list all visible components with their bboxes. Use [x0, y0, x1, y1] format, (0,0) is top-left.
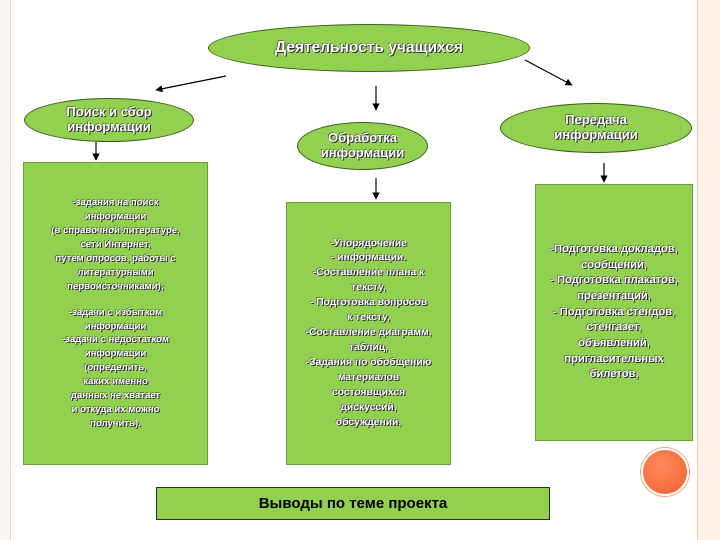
detail-line: таблиц, [349, 341, 388, 353]
search-details-box: -задания на поиск информации (в справочн… [23, 162, 208, 465]
branch-node-transfer: Передача информации [500, 103, 692, 153]
detail-line: путем опросов, работы с [55, 252, 176, 264]
detail-line: информации [84, 320, 147, 332]
conclusion-label: Выводы по теме проекта [258, 495, 448, 512]
detail-line: сообщений, [580, 258, 648, 271]
detail-line: обсуждений, [335, 416, 402, 428]
detail-line: -задания на поиск [72, 197, 159, 209]
branch-title-line: Поиск и сбор [66, 104, 152, 120]
detail-line: объявлений, [578, 337, 650, 349]
detail-line: -Подготовка докладов, [550, 242, 678, 255]
detail-line: - Подготовка вопросов [309, 297, 428, 309]
root-node: Деятельность учащихся [208, 24, 530, 72]
slide-frame-right [697, 0, 720, 540]
detail-line: -Составление плана к [312, 267, 425, 279]
branch-title-line: Передача [565, 112, 627, 128]
detail-line: -Составление диаграмм, [305, 327, 432, 339]
branch-title-line: информации [67, 119, 151, 134]
detail-line: каких именно [83, 376, 148, 388]
arrow-root-to-search [155, 75, 227, 93]
detail-line: (определить, [84, 362, 147, 374]
detail-line: к тексту, [347, 312, 390, 324]
slide-frame-left [0, 0, 10, 540]
root-label: Деятельность учащихся [275, 39, 463, 57]
processing-details-box: -Упорядочение - информации. -Составление… [286, 202, 451, 465]
detail-line: и откуда их можно [71, 403, 160, 415]
detail-line: тексту, [351, 282, 386, 294]
slide-frame-line [10, 0, 11, 540]
detail-line: дискуссий, [340, 401, 397, 413]
detail-line: сети Интернет, [80, 238, 151, 250]
decorative-circle [641, 448, 689, 496]
detail-line: первоисточниками); [67, 280, 164, 292]
detail-line: данных не хватает [70, 390, 161, 402]
detail-line: -задачи с избытком [68, 306, 163, 318]
detail-line: презентаций, [577, 289, 651, 302]
detail-line: получить). [90, 417, 141, 429]
detail-line: стенгазет, [586, 321, 642, 334]
detail-line: -задачи с недостатком [61, 334, 170, 346]
detail-line: информации [84, 348, 147, 360]
branch-node-search: Поиск и сбор информации [24, 98, 194, 142]
detail-line: -Задания по обобщению [305, 356, 432, 368]
detail-line: состоявщихся [331, 386, 406, 398]
branch-title-line: информации [554, 127, 638, 142]
detail-line: - Подготовка стендов, [552, 305, 676, 318]
transfer-details-box: -Подготовка докладов, сообщений, - Подго… [535, 184, 693, 441]
conclusion-box: Выводы по теме проекта [156, 487, 550, 520]
detail-line: (в справочной литературе, [51, 225, 180, 237]
detail-line: - Подготовка плакатов, [550, 274, 678, 287]
detail-line: литературными [77, 266, 154, 278]
branch-node-processing: Обработка информации [297, 122, 428, 170]
branch-title-line: информации [320, 145, 405, 160]
detail-line: информации [84, 211, 147, 223]
detail-line: пригласительных [564, 352, 664, 365]
branch-title-line: Обработка [327, 130, 398, 146]
detail-line: -Упорядочение [330, 237, 407, 249]
detail-line: - информации. [330, 252, 407, 264]
detail-line: материалов [337, 371, 400, 383]
arrow-root-to-transfer [524, 59, 573, 86]
detail-line: билетов, [589, 368, 639, 381]
